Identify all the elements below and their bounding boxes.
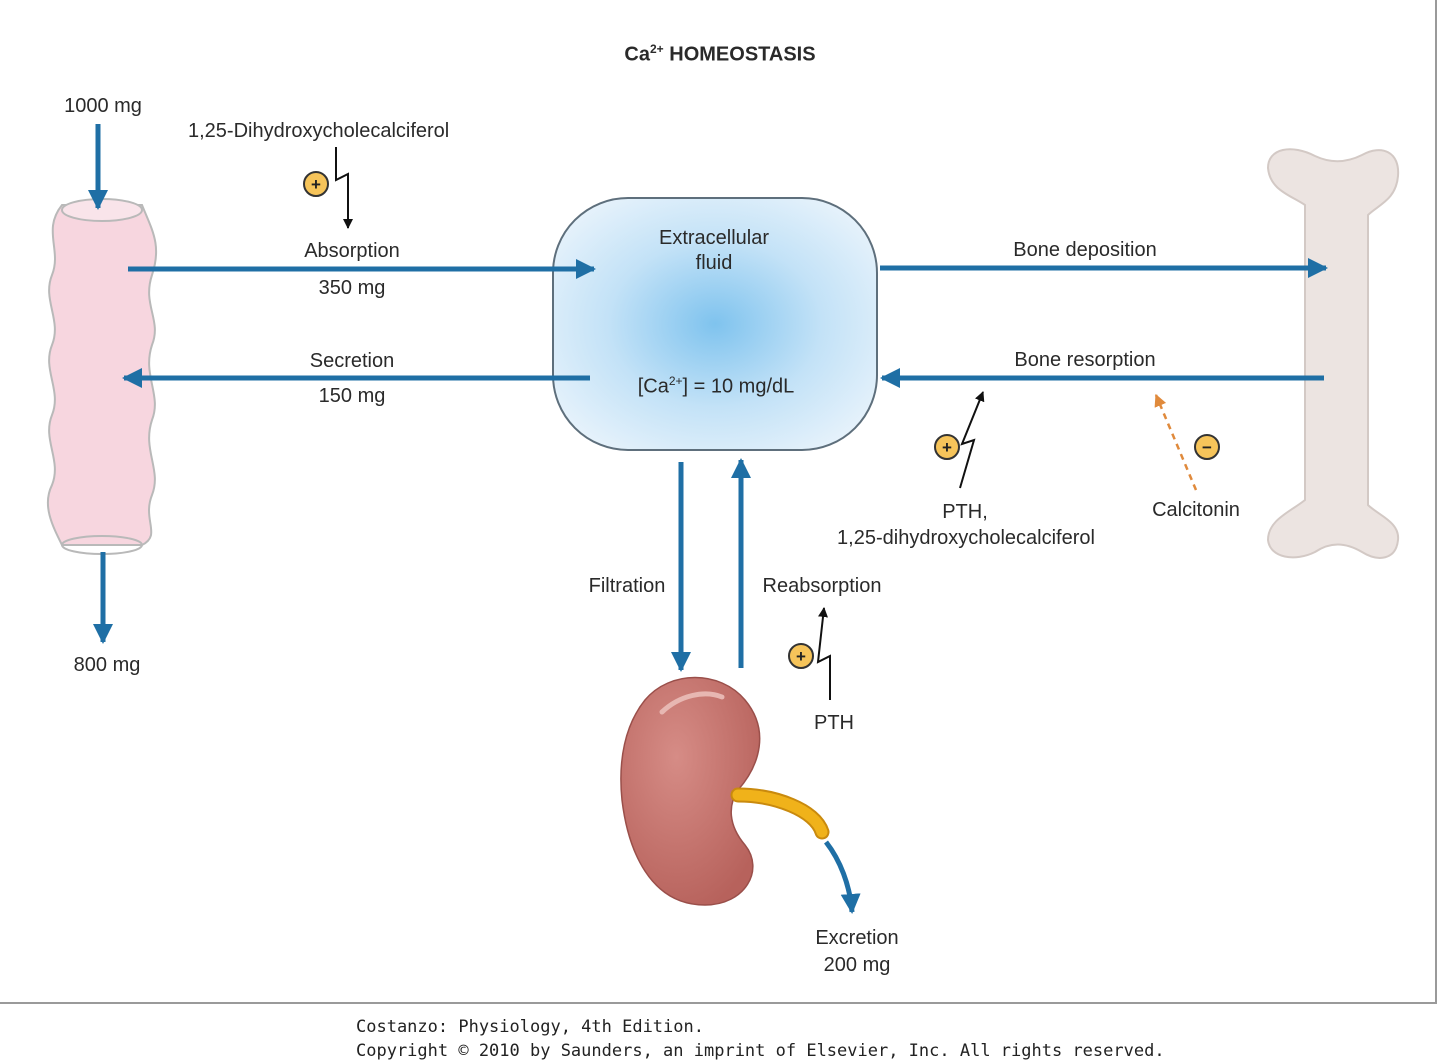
resorption-stimulator-line1: PTH, — [942, 501, 988, 523]
excretion-label: Excretion — [815, 927, 899, 949]
plus-sign-absorption: + — [303, 171, 329, 197]
plus-sign-resorption: + — [934, 434, 960, 460]
figure-frame — [0, 0, 1437, 1004]
absorption-amount: 350 mg — [318, 277, 386, 299]
secretion-label: Secretion — [309, 350, 395, 372]
footer-copyright: Copyright © 2010 by Saunders, an imprint… — [356, 1041, 1165, 1061]
intestine — [46, 198, 158, 555]
reabsorption-regulation-arrow — [816, 607, 831, 700]
bone-resorption-label: Bone resorption — [1014, 349, 1156, 371]
excretion-arrow — [824, 840, 861, 914]
bone — [1266, 148, 1400, 559]
excretion-amount: 200 mg — [823, 954, 891, 976]
absorption-regulation-arrow — [335, 147, 353, 229]
resorption-regulation-arrow — [959, 391, 985, 489]
intake-amount: 1000 mg — [64, 95, 142, 117]
footer-source: Costanzo: Physiology, 4th Edition. — [356, 1017, 704, 1037]
svg-text:+: + — [311, 175, 321, 194]
secretion-amount: 150 mg — [318, 385, 386, 407]
bone-deposition-label: Bone deposition — [1013, 239, 1157, 261]
calcitonin-label: Calcitonin — [1152, 499, 1240, 521]
svg-text:+: + — [796, 647, 806, 666]
output-amount: 800 mg — [73, 654, 141, 676]
calcitonin-inhibition-arrow — [1154, 393, 1198, 491]
diagram-title: Ca2+ HOMEOSTASIS — [624, 42, 816, 66]
filtration-label: Filtration — [588, 575, 666, 597]
svg-text:−: − — [1202, 438, 1212, 457]
svg-text:+: + — [942, 438, 952, 457]
reabsorption-regulator: PTH — [814, 712, 854, 734]
plus-sign-reabsorption: + — [788, 643, 814, 669]
minus-sign-calcitonin: − — [1194, 434, 1220, 460]
reabsorption-label: Reabsorption — [762, 575, 882, 597]
ecf-concentration: [Ca2+] = 10 mg/dL — [637, 374, 795, 398]
ecf-label: Extracellular fluid — [658, 227, 770, 274]
absorption-label: Absorption — [304, 240, 400, 262]
resorption-stimulator-line2: 1,25-dihydroxycholecalciferol — [837, 527, 1095, 549]
absorption-regulator: 1,25-Dihydroxycholecalciferol — [188, 120, 450, 142]
ecf-compartment — [552, 197, 878, 451]
kidney — [620, 676, 830, 906]
